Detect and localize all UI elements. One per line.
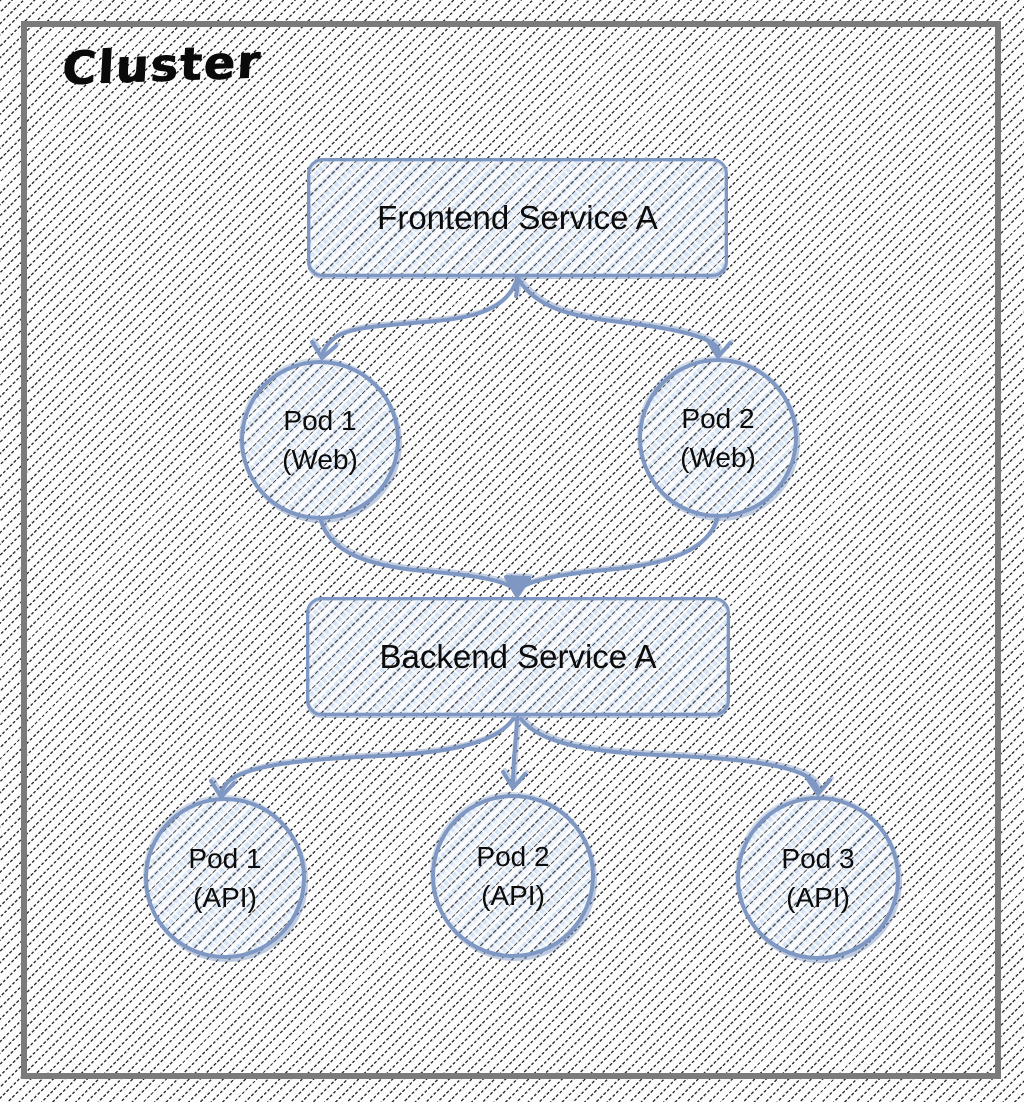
node-pod3-api: Pod 3 (API) bbox=[736, 796, 900, 960]
pod-role: (Web) bbox=[680, 442, 756, 473]
node-pod1-web: Pod 1 (Web) bbox=[240, 360, 400, 520]
node-backend-service-a: Backend Service A bbox=[306, 597, 730, 716]
pod-name: Pod 1 bbox=[283, 404, 357, 436]
node-pod1-api: Pod 1 (API) bbox=[144, 797, 306, 959]
pod-name: Pod 3 bbox=[781, 842, 855, 874]
node-frontend-service-a: Frontend Service A bbox=[307, 158, 728, 277]
pod-name: Pod 2 bbox=[476, 840, 550, 872]
node-pod2-api: Pod 2 (API) bbox=[431, 794, 595, 958]
node-label: Frontend Service A bbox=[377, 198, 658, 236]
pod-role: (API) bbox=[786, 882, 850, 913]
pod-name: Pod 1 bbox=[188, 842, 262, 874]
node-label: Backend Service A bbox=[379, 637, 657, 675]
cluster-label: Cluster bbox=[60, 34, 263, 96]
pod-name: Pod 2 bbox=[681, 402, 755, 434]
pod-role: (Web) bbox=[282, 444, 358, 475]
cluster-boundary bbox=[21, 21, 1001, 1079]
pod-role: (API) bbox=[193, 882, 257, 913]
node-pod2-web: Pod 2 (Web) bbox=[638, 358, 798, 518]
pod-role: (API) bbox=[481, 880, 545, 911]
